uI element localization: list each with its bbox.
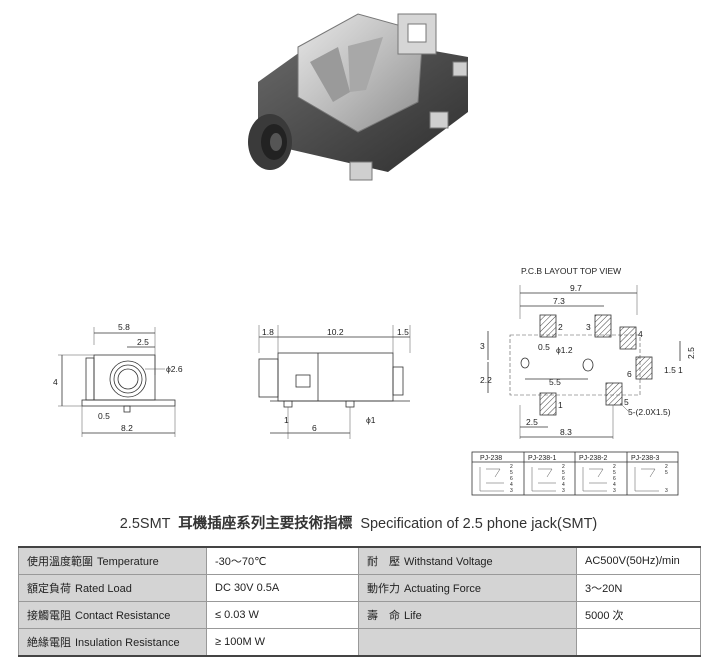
pcb-d22: 2.2 [480, 375, 492, 385]
pcb-d83: 8.3 [560, 427, 572, 437]
v0-pin-d: 4 [510, 482, 513, 488]
pcb-dia: ϕ1.2 [556, 345, 573, 355]
pcb-pin-5: 5 [624, 397, 629, 407]
front-dia: ϕ2.6 [166, 364, 183, 374]
v2-pin-e: 3 [613, 488, 616, 494]
pcb-d25r: 2.5 [686, 347, 696, 359]
spec-label-zh: 額定負荷 [27, 583, 71, 595]
pcb-pin-6: 6 [627, 369, 632, 379]
v3-pin-a: 2 [665, 464, 668, 470]
pcb-d05: 0.5 [538, 342, 550, 352]
v1-pin-e: 3 [562, 488, 565, 494]
variant-table: PJ-238 PJ-238-1 PJ-238-2 PJ-238-3 2 5 6 … [471, 451, 679, 496]
spec-value: AC500V(50Hz)/min [576, 546, 701, 575]
pcb-layout-title: P.C.B LAYOUT TOP VIEW [521, 266, 621, 276]
v2-pin-c: 6 [613, 476, 616, 482]
front-total: 8.2 [121, 423, 133, 433]
spec-label-zh: 壽 命 [367, 610, 400, 622]
spec-label-en: Contact Resistance [75, 610, 171, 622]
spec-label: 絶緣電阻 Insulation Resistance [18, 628, 207, 657]
spec-value: -30～70℃ [206, 546, 359, 575]
pcb-pin-4: 4 [638, 329, 643, 339]
technical-drawing: 5.8 2.5 ϕ2.6 4 0.5 8.2 1.8 10.2 1.5 [53, 266, 696, 496]
table-row: 額定負荷 Rated Load DC 30V 0.5A 動作力 Actuating … [18, 574, 701, 602]
variant-name-0: PJ-238 [480, 455, 502, 462]
side-pin: ϕ1 [366, 415, 376, 425]
pcb-h3: 3 [480, 341, 485, 351]
side-d1: 1.8 [262, 327, 274, 337]
side-d3: 1.5 [397, 327, 409, 337]
spec-label-zh: 絶緣電阻 [27, 637, 71, 649]
spec-label-zh: 使用溫度範圍 [27, 556, 93, 568]
front-view: 5.8 2.5 ϕ2.6 4 0.5 8.2 [53, 322, 183, 437]
v1-pin-d: 4 [562, 482, 565, 488]
spec-table: 使用溫度範圍 Temperature -30～70℃ 耐 壓 Withstand V… [18, 546, 701, 657]
pcb-total-w: 9.7 [570, 283, 582, 293]
pcb-pad-note: 5-(2.0X1.5) [628, 407, 671, 417]
spec-label: 額定負荷 Rated Load [18, 574, 207, 602]
spec-label-zh: 耐 壓 [367, 556, 400, 568]
spec-label-zh: 動作力 [367, 583, 400, 595]
v1-pin-c: 6 [562, 476, 565, 482]
v2-pin-b: 5 [613, 470, 616, 476]
v3-pin-c: 3 [665, 488, 668, 494]
pcb-layout: P.C.B LAYOUT TOP VIEW 9.7 7.3 3 2.2 2 3 … [480, 266, 696, 439]
spec-value [576, 628, 701, 657]
spec-label-en: Withstand Voltage [404, 556, 493, 568]
variant-name-1: PJ-238-1 [528, 455, 557, 462]
side-d5: 6 [312, 423, 317, 433]
spec-label-en: Rated Load [75, 583, 132, 595]
spec-label: 動作力 Actuating Force [358, 574, 577, 602]
spec-title-en: Specification of 2.5 phone jack(SMT) [360, 516, 598, 532]
table-row: 絶緣電阻 Insulation Resistance ≥ 100M W [18, 628, 701, 657]
spec-title: 2.5SMT 耳機插座系列主要技術指標 Specification of 2.5… [0, 512, 717, 533]
pcb-pin-2: 2 [558, 322, 563, 332]
spec-label-en: Insulation Resistance [75, 637, 180, 649]
spec-value: ≥ 100M W [206, 628, 359, 657]
spec-label-en: Actuating Force [404, 583, 482, 595]
table-row: 使用溫度範圍 Temperature -30～70℃ 耐 壓 Withstand V… [18, 546, 701, 575]
front-foot: 0.5 [98, 411, 110, 421]
v2-pin-d: 4 [613, 482, 616, 488]
spec-value: ≤ 0.03 W [206, 601, 359, 629]
v3-pin-b: 5 [665, 470, 668, 476]
variant-name-2: PJ-238-2 [579, 455, 608, 462]
side-d2: 10.2 [327, 327, 344, 337]
side-d4: 1 [284, 415, 289, 425]
spec-label [358, 628, 577, 657]
pcb-d15: 1.5 [664, 365, 676, 375]
pcb-d55: 5.5 [549, 377, 561, 387]
pcb-d1: 1 [678, 365, 683, 375]
variant-name-3: PJ-238-3 [631, 455, 660, 462]
spec-label: 接觸電阻 Contact Resistance [18, 601, 207, 629]
v0-pin-a: 2 [510, 464, 513, 470]
spec-label: 耐 壓 Withstand Voltage [358, 546, 577, 575]
v1-pin-a: 2 [562, 464, 565, 470]
product-photo [248, 13, 468, 181]
side-view: 1.8 10.2 1.5 1 6 ϕ1 [258, 325, 411, 439]
pcb-w73: 7.3 [553, 296, 565, 306]
pcb-pin-1: 1 [558, 400, 563, 410]
spec-value: DC 30V 0.5A [206, 574, 359, 602]
spec-title-prefix: 2.5SMT [119, 516, 171, 532]
spec-label: 壽 命 Life [358, 601, 577, 629]
pcb-pin-3: 3 [586, 322, 591, 332]
v1-pin-b: 5 [562, 470, 565, 476]
spec-label-zh: 接觸電阻 [27, 610, 71, 622]
spec-title-zh: 耳機插座系列主要技術指標 [178, 516, 353, 532]
v0-pin-b: 5 [510, 470, 513, 476]
v0-pin-e: 3 [510, 488, 513, 494]
spec-label-en: Life [404, 610, 422, 622]
front-height: 4 [53, 377, 58, 387]
v0-pin-c: 6 [510, 476, 513, 482]
front-w2: 2.5 [137, 337, 149, 347]
front-w1: 5.8 [118, 322, 130, 332]
spec-value: 3～20N [576, 574, 701, 602]
spec-value: 5000 次 [576, 601, 701, 629]
v2-pin-a: 2 [613, 464, 616, 470]
spec-label: 使用溫度範圍 Temperature [18, 546, 207, 575]
spec-label-en: Temperature [97, 556, 159, 568]
pcb-d25b: 2.5 [526, 417, 538, 427]
